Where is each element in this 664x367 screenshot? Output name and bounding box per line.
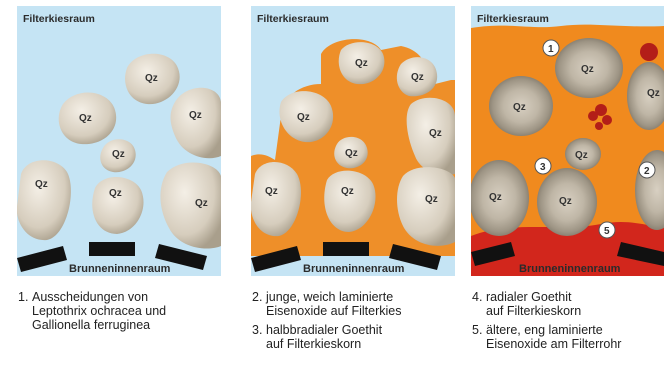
grain-label: Qz [297, 112, 310, 123]
bacteria-cluster [588, 111, 598, 121]
panel-header: Filterkiesraum [23, 13, 95, 25]
grain-label: Qz [559, 196, 572, 207]
panel-3-aged-coating: Qz Qz Qz Qz Qz Qz 1 2 3 5 Brunneninnenra… [471, 6, 664, 276]
caption-item: 1. Ausscheidungen von Leptothrix ochrace… [18, 290, 218, 332]
pipe-segment [323, 242, 369, 256]
caption-number: 5. [472, 323, 486, 351]
caption-column-3: 4. radialer Goethit auf Filterkieskorn 5… [472, 290, 662, 356]
caption-item: 4. radialer Goethit auf Filterkieskorn [472, 290, 662, 318]
caption-item: 2. junge, weich laminierte Eisenoxide au… [252, 290, 462, 318]
caption-item: 3. halbbradialer Goethit auf Filterkiesk… [252, 323, 462, 351]
grain-label: Qz [265, 186, 278, 197]
caption-number: 4. [472, 290, 486, 318]
marker-1-label: 1 [548, 44, 554, 55]
caption-number: 1. [18, 290, 32, 332]
grain-label: Qz [341, 186, 354, 197]
grain-label: Qz [35, 179, 48, 190]
caption-item: 5. ältere, eng laminierte Eisenoxide am … [472, 323, 662, 351]
marker-2-label: 2 [644, 166, 650, 177]
grain-label: Qz [581, 64, 594, 75]
grain-label: Qz [189, 110, 202, 121]
marker-3-label: 3 [540, 162, 546, 173]
caption-text: halbbradialer Goethit auf Filterkieskorn [266, 323, 382, 351]
panel-1-illustration: Filterkiesraum Qz Qz Qz Qz Qz Qz Qz Brun… [17, 6, 221, 276]
panel-header: Filterkiesraum [477, 13, 549, 25]
panel-footer: Brunneninnenraum [69, 263, 171, 275]
panel-3-illustration: Qz Qz Qz Qz Qz Qz 1 2 3 5 Brunneninnenra… [471, 6, 664, 276]
grain-label: Qz [345, 148, 358, 159]
grain-label: Qz [112, 149, 125, 160]
caption-text: Ausscheidungen von Leptothrix ochracea u… [32, 290, 166, 332]
caption-text: junge, weich laminierte Eisenoxide auf F… [266, 290, 401, 318]
grain-label: Qz [109, 188, 122, 199]
panel-2-illustration: Qz Qz Qz Qz Qz Qz Qz Qz Brunneninnenraum… [251, 6, 455, 276]
grain-label: Qz [79, 113, 92, 124]
pipe-segment [89, 242, 135, 256]
bacteria-cluster [595, 122, 603, 130]
grain-label: Qz [513, 102, 526, 113]
grain-label: Qz [425, 194, 438, 205]
grain-label: Qz [195, 198, 208, 209]
grain-label: Qz [429, 128, 442, 139]
bacteria-cluster [602, 115, 612, 125]
caption-column-1: 1. Ausscheidungen von Leptothrix ochrace… [18, 290, 218, 337]
grain-label: Qz [489, 192, 502, 203]
grain-label: Qz [145, 73, 158, 84]
grain-label: Qz [575, 150, 588, 161]
panel-1-clean-filter: Filterkiesraum Qz Qz Qz Qz Qz Qz Qz Brun… [17, 6, 221, 276]
grain-label: Qz [355, 58, 368, 69]
panel-2-young-coating: Qz Qz Qz Qz Qz Qz Qz Qz Brunneninnenraum… [251, 6, 455, 276]
caption-text: radialer Goethit auf Filterkieskorn [486, 290, 581, 318]
bacteria-cluster [640, 43, 658, 61]
grain-label: Qz [647, 88, 660, 99]
marker-5-label: 5 [604, 226, 610, 237]
grain-label: Qz [411, 72, 424, 83]
caption-column-2: 2. junge, weich laminierte Eisenoxide au… [252, 290, 462, 356]
panel-footer: Brunneninnenraum [303, 263, 405, 275]
caption-number: 3. [252, 323, 266, 351]
panel-footer: Brunneninnenraum [519, 263, 621, 275]
caption-text: ältere, eng laminierte Eisenoxide am Fil… [486, 323, 621, 351]
panel-header: Filterkiesraum [257, 13, 329, 25]
caption-number: 2. [252, 290, 266, 318]
